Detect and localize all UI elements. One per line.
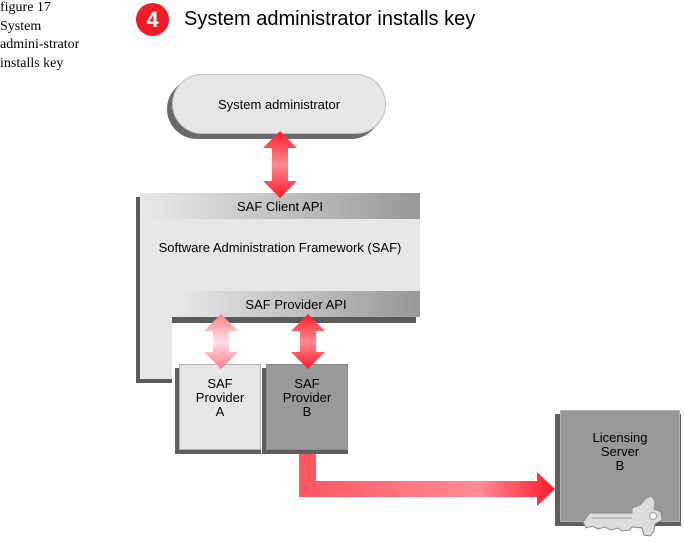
provider-a-line: A	[215, 404, 225, 419]
figure-caption: figure 17 System admini-strator installs…	[0, 0, 79, 73]
saf-framework-leg	[140, 193, 172, 379]
saf-provider-api-bar: SAF Provider API	[172, 291, 420, 317]
provider-a-line: Provider	[195, 390, 245, 405]
licensing-server-line: Licensing	[592, 430, 648, 445]
provider-b-line: Provider	[282, 390, 332, 405]
provider-a-line: SAF	[207, 376, 233, 391]
connector-arrow	[299, 454, 555, 506]
double-arrow-icon	[204, 314, 238, 369]
caption-line: figure 17	[0, 0, 51, 15]
saf-framework-label: Software Administration Framework (SAF)	[158, 240, 402, 255]
licensing-server-line: Server	[600, 444, 640, 459]
provider-b-line: SAF	[294, 376, 320, 391]
provider-b-node: SAF Provider B	[266, 364, 348, 450]
step-number-badge: 4	[136, 3, 169, 36]
provider-b-line: B	[302, 404, 312, 419]
saf-client-api-label: SAF Client API	[237, 198, 323, 214]
licensing-server-line: B	[615, 458, 625, 473]
key-icon	[582, 495, 663, 537]
caption-line: System	[0, 18, 42, 34]
provider-a-node: SAF Provider A	[179, 364, 261, 450]
caption-line: admini-strator	[0, 37, 80, 52]
saf-provider-api-label: SAF Provider API	[245, 296, 347, 312]
system-admin-node: System administrator	[172, 74, 386, 134]
saf-client-api-bar: SAF Client API	[140, 193, 420, 219]
system-admin-label: System administrator	[217, 96, 341, 112]
double-arrow-icon	[263, 131, 297, 198]
double-arrow-icon	[291, 314, 325, 369]
step-title: System administrator installs key	[184, 8, 476, 30]
licensing-server-node: Licensing Server B	[560, 410, 680, 522]
caption-line: installs key	[0, 55, 64, 71]
